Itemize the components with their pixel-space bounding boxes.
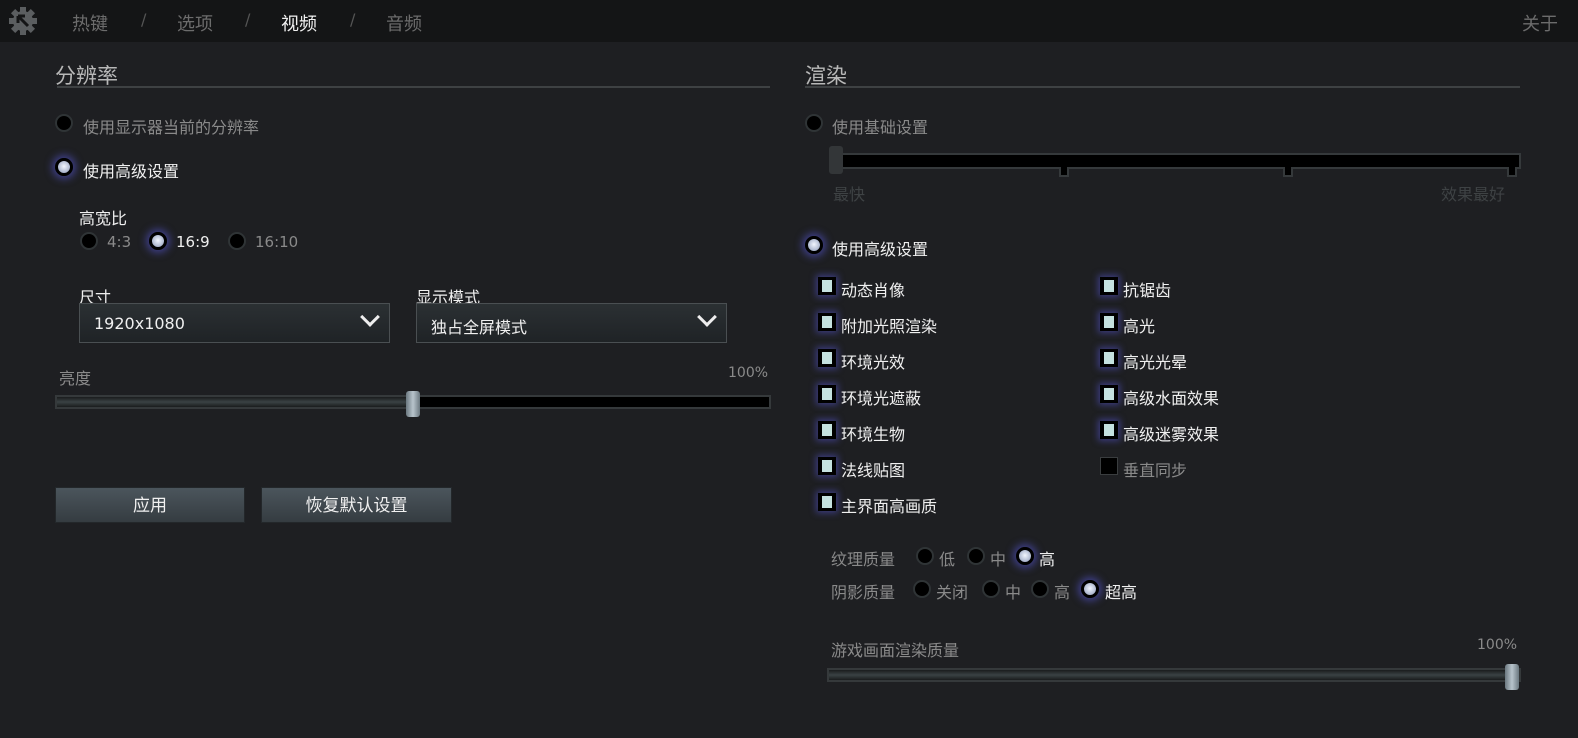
checkbox[interactable] <box>818 349 836 367</box>
restore-defaults-button[interactable]: 恢复默认设置 <box>261 487 452 523</box>
texture-high-radio[interactable] <box>1016 547 1034 565</box>
checkbox-label: 高级迷雾效果 <box>1123 425 1220 444</box>
checkbox-label: 抗锯齿 <box>1123 281 1172 300</box>
checkbox-label: 环境光遮蔽 <box>841 389 922 408</box>
checkbox-label: 高光光晕 <box>1123 353 1188 372</box>
checkbox-label: 高光 <box>1123 317 1156 336</box>
display-mode-dropdown[interactable]: 独占全屏模式 <box>416 303 727 343</box>
basic-max-label: 效果最好 <box>1441 185 1506 204</box>
texture-quality-label: 纹理质量 <box>831 550 896 569</box>
settings-gear-icon[interactable] <box>8 6 38 36</box>
checkbox[interactable] <box>818 421 836 439</box>
checkbox-label: 主界面高画质 <box>841 497 938 516</box>
brightness-label: 亮度 <box>59 369 92 388</box>
slider-tick <box>1507 167 1517 177</box>
texture-medium-label: 中 <box>990 550 1007 569</box>
checkbox-label: 动态肖像 <box>841 281 906 300</box>
checkbox[interactable] <box>1100 385 1118 403</box>
display-mode-value: 独占全屏模式 <box>431 318 528 337</box>
checkbox[interactable] <box>818 457 836 475</box>
checkbox[interactable] <box>818 277 836 295</box>
shadow-high-radio[interactable] <box>1031 580 1049 598</box>
shadow-quality-label: 阴影质量 <box>831 583 896 602</box>
use-advanced-resolution-label: 使用高级设置 <box>83 162 180 181</box>
size-value: 1920x1080 <box>94 314 185 333</box>
basic-quality-slider <box>829 146 1521 177</box>
aspect-16-9-label: 16:9 <box>176 233 210 251</box>
tab-separator: / <box>350 10 356 29</box>
brightness-slider-thumb[interactable] <box>406 391 420 417</box>
aspect-16-10-radio[interactable] <box>228 232 246 250</box>
brightness-slider-fill <box>57 397 413 407</box>
checkbox[interactable] <box>1100 313 1118 331</box>
use-basic-render-radio[interactable] <box>805 114 823 132</box>
aspect-16-9-radio[interactable] <box>149 232 167 250</box>
checkbox-label: 环境生物 <box>841 425 906 444</box>
shadow-ultra-radio[interactable] <box>1081 580 1099 598</box>
tab-hotkeys[interactable]: 热键 <box>72 14 108 35</box>
texture-low-label: 低 <box>939 550 956 569</box>
slider-tick <box>1059 167 1069 177</box>
use-monitor-resolution-radio[interactable] <box>55 114 73 132</box>
render-quality-slider[interactable] <box>827 664 1521 690</box>
checkbox-label: 高级水面效果 <box>1123 389 1220 408</box>
use-monitor-resolution-label: 使用显示器当前的分辨率 <box>83 118 260 137</box>
top-nav-bar: 热键 / 选项 / 视频 / 音频 关于 <box>0 0 1578 42</box>
aspect-4-3-label: 4:3 <box>107 233 132 251</box>
use-basic-render-label: 使用基础设置 <box>832 118 929 137</box>
checkbox-label: 垂直同步 <box>1123 461 1188 480</box>
use-advanced-render-label: 使用高级设置 <box>832 240 929 259</box>
checkbox-label: 附加光照渲染 <box>841 317 938 336</box>
divider <box>57 86 770 88</box>
tab-audio[interactable]: 音频 <box>386 14 422 35</box>
tab-separator: / <box>245 10 251 29</box>
aspect-ratio-label: 高宽比 <box>79 209 128 228</box>
resolution-heading: 分辨率 <box>55 64 118 88</box>
chevron-down-icon <box>697 307 717 327</box>
display-mode-label: 显示模式 <box>416 288 481 307</box>
checkbox[interactable] <box>1100 277 1118 295</box>
render-quality-slider-fill <box>829 670 1519 680</box>
tab-video[interactable]: 视频 <box>281 14 317 35</box>
aspect-16-10-label: 16:10 <box>255 233 299 251</box>
render-quality-value: 100% <box>1477 637 1518 653</box>
render-quality-slider-thumb[interactable] <box>1505 664 1519 690</box>
basic-min-label: 最快 <box>833 185 866 204</box>
size-label: 尺寸 <box>79 288 112 307</box>
checkbox[interactable] <box>1100 349 1118 367</box>
checkbox-label: 环境光效 <box>841 353 906 372</box>
checkbox-label: 法线贴图 <box>841 461 906 480</box>
texture-medium-radio[interactable] <box>967 547 985 565</box>
brightness-value: 100% <box>728 365 769 381</box>
tab-options[interactable]: 选项 <box>177 14 213 35</box>
chevron-down-icon <box>360 307 380 327</box>
shadow-off-radio[interactable] <box>913 580 931 598</box>
about-link[interactable]: 关于 <box>1522 14 1558 35</box>
shadow-medium-label: 中 <box>1005 583 1022 602</box>
basic-quality-slider-thumb <box>829 146 843 174</box>
shadow-high-label: 高 <box>1054 583 1071 602</box>
render-quality-label: 游戏画面渲染质量 <box>831 641 960 660</box>
brightness-slider[interactable] <box>55 391 771 417</box>
divider <box>805 86 1520 88</box>
use-advanced-resolution-radio[interactable] <box>55 158 73 176</box>
texture-high-label: 高 <box>1039 550 1056 569</box>
checkbox[interactable] <box>1100 457 1118 475</box>
apply-button[interactable]: 应用 <box>55 487 245 523</box>
checkbox[interactable] <box>1100 421 1118 439</box>
shadow-ultra-label: 超高 <box>1105 583 1138 602</box>
checkbox[interactable] <box>818 493 836 511</box>
render-heading: 渲染 <box>805 64 847 88</box>
checkbox[interactable] <box>818 313 836 331</box>
tab-separator: / <box>141 10 147 29</box>
slider-tick <box>1283 167 1293 177</box>
shadow-medium-radio[interactable] <box>982 580 1000 598</box>
texture-low-radio[interactable] <box>916 547 934 565</box>
checkbox[interactable] <box>818 385 836 403</box>
aspect-4-3-radio[interactable] <box>80 232 98 250</box>
shadow-off-label: 关闭 <box>936 583 969 602</box>
use-advanced-render-radio[interactable] <box>805 236 823 254</box>
size-dropdown[interactable]: 1920x1080 <box>79 303 390 343</box>
